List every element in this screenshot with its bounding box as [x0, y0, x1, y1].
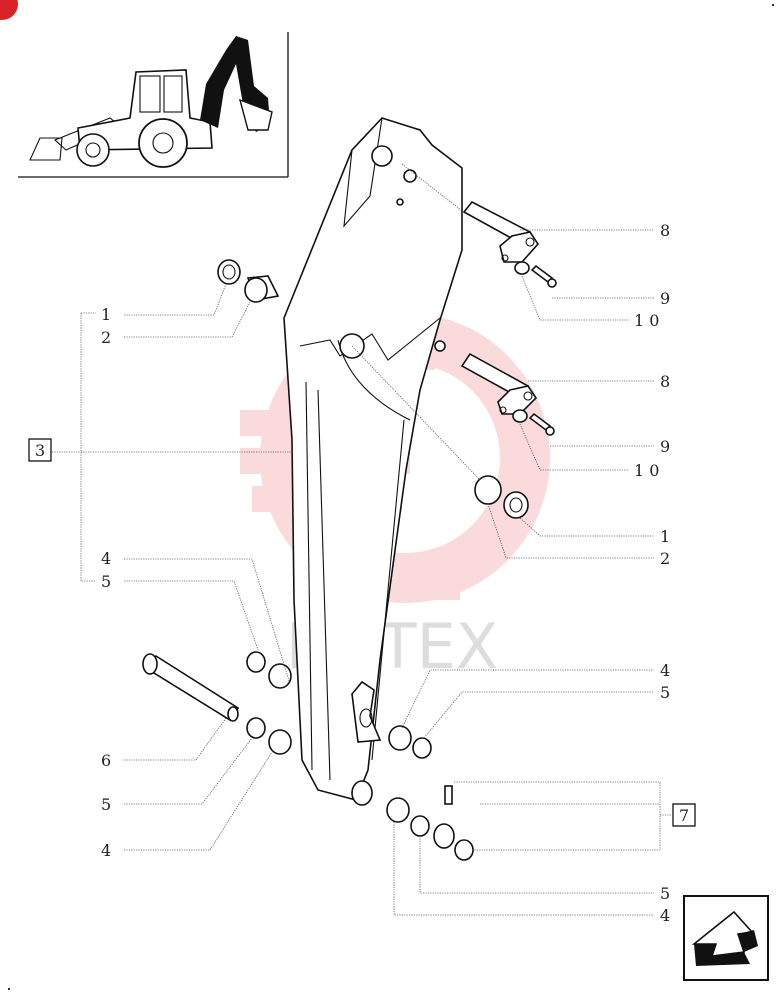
pin-upper-assembly — [462, 200, 557, 288]
grease-fitting-kit-7 — [433, 785, 474, 861]
leader-lines — [52, 163, 672, 916]
callout-10-middle: 1 0 — [634, 461, 659, 480]
brand-corner-mark — [0, 0, 18, 20]
callout-2-upper: 2 — [101, 328, 111, 347]
bushing-lower-left-pair — [246, 651, 292, 755]
callout-1-right: 1 — [660, 527, 670, 546]
pivot-pin-6 — [142, 653, 240, 722]
callout-3: 3 — [35, 441, 45, 460]
bushing-middle-right — [474, 475, 529, 519]
callout-4-lower-left: 4 — [101, 841, 111, 860]
callout-5-right: 5 — [660, 683, 670, 702]
pin-middle-assembly — [460, 352, 555, 436]
backhoe-loader-thumbnail — [18, 32, 289, 178]
bushing-lower-right-pair — [386, 725, 432, 837]
callout-2-right: 2 — [660, 549, 670, 568]
callout-4-bottom: 4 — [660, 906, 670, 925]
callout-4-upper-left: 4 — [101, 549, 111, 568]
corner-dot — [772, 4, 774, 6]
callout-7-box — [672, 803, 696, 827]
callout-numbers: 1 2 3 4 5 8 9 1 0 8 9 1 0 1 2 4 5 6 5 4 … — [28, 221, 696, 925]
callout-1-upper: 1 — [101, 305, 111, 324]
callout-7: 7 — [679, 806, 689, 825]
callout-5-lower-left: 5 — [101, 795, 111, 814]
next-page-arrow-icon[interactable] — [683, 895, 769, 981]
callout-8-top: 8 — [660, 221, 670, 240]
callout-5-upper-left: 5 — [101, 572, 111, 591]
callout-6: 6 — [101, 751, 111, 770]
page-dot — [8, 988, 10, 990]
callout-9-middle: 9 — [660, 437, 670, 456]
callout-8-middle: 8 — [660, 372, 670, 391]
callout-5-bottom: 5 — [660, 884, 670, 903]
bushing-top-left — [217, 259, 280, 303]
callout-9-top: 9 — [660, 289, 670, 308]
callout-3-box — [28, 438, 52, 462]
callout-4-right: 4 — [660, 661, 670, 680]
callout-10-top: 1 0 — [634, 311, 659, 330]
backhoe-boom — [283, 117, 463, 806]
